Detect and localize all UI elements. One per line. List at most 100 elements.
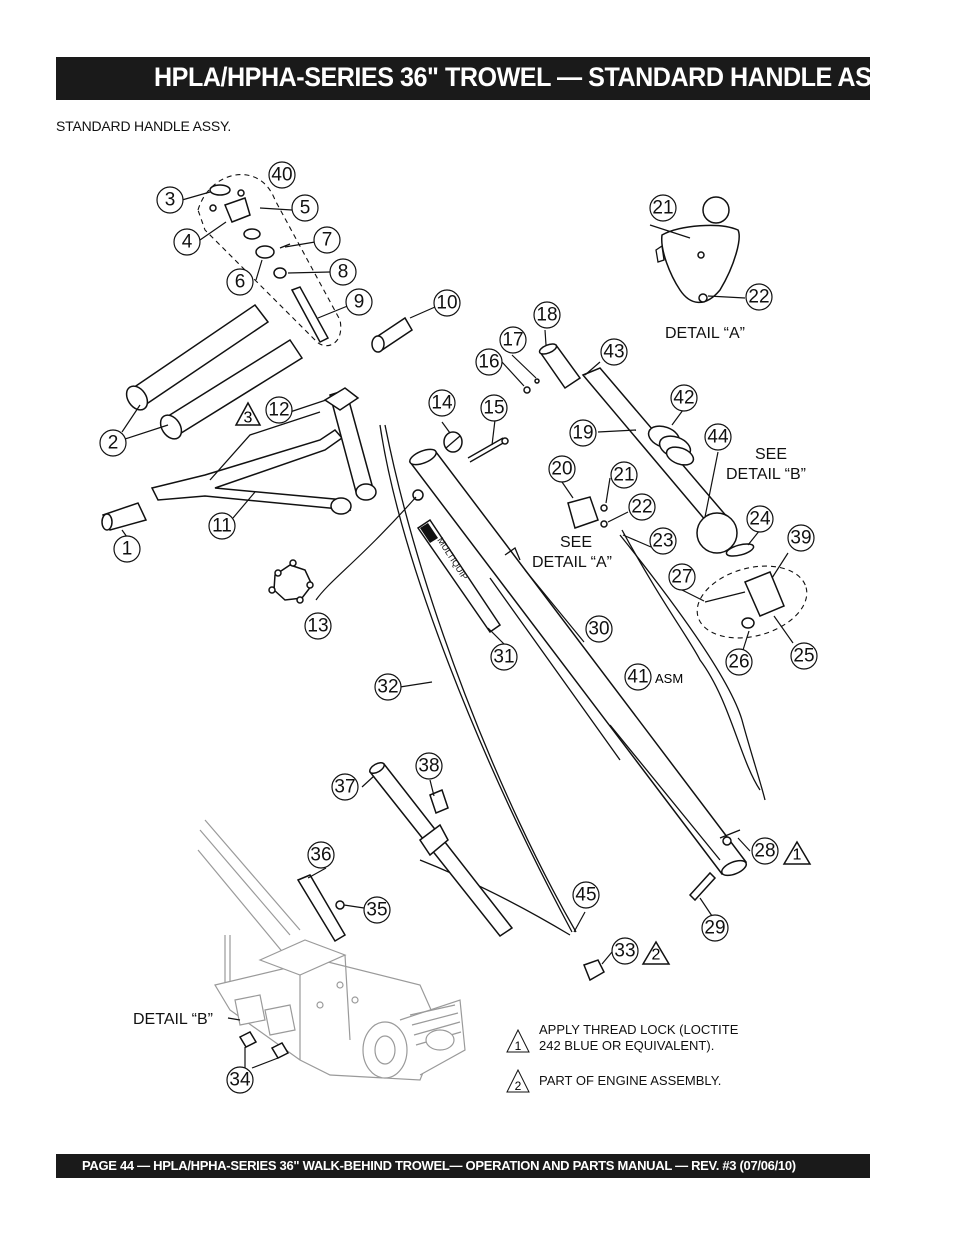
control-rod-edge: [384, 424, 577, 933]
see-label-b: SEE: [755, 446, 787, 463]
note-triangle-2: 2: [641, 940, 671, 965]
svg-text:2: 2: [108, 433, 119, 454]
svg-text:24: 24: [749, 509, 771, 530]
svg-text:38: 38: [418, 756, 439, 777]
bolt-28: [719, 829, 741, 839]
callout-32: 32: [374, 673, 402, 701]
svg-text:27: 27: [671, 567, 692, 588]
throttle-grip-end: [371, 335, 385, 353]
nut-34b: [270, 1042, 290, 1059]
note-thread-lock: 1 APPLY THREAD LOCK (LOCTITE 242 BLUE OR…: [506, 1022, 739, 1053]
washer-24: [725, 543, 755, 557]
svg-text:21: 21: [613, 465, 634, 486]
svg-text:2: 2: [515, 1079, 522, 1093]
svg-text:19: 19: [572, 423, 593, 444]
svg-text:10: 10: [436, 293, 457, 314]
callout-15: 15: [480, 394, 508, 422]
callout-23: 23: [649, 527, 677, 555]
bolt-15-head: [501, 437, 509, 445]
nut-34a: [238, 1031, 258, 1048]
svg-text:42: 42: [673, 388, 694, 409]
detail-a-label: DETAIL “A”: [665, 325, 745, 342]
svg-text:5: 5: [300, 198, 311, 219]
svg-text:4: 4: [182, 232, 193, 253]
page-title-bar: HPLA/HPHA-SERIES 36" TROWEL — STANDARD H…: [56, 57, 908, 100]
svg-text:25: 25: [793, 646, 814, 667]
svg-text:34: 34: [229, 1070, 251, 1091]
callout-34: 34: [226, 1066, 254, 1094]
tube-clamp: [429, 788, 449, 815]
handle-grips: [125, 303, 304, 440]
support-arm-end: [355, 483, 377, 501]
see-label-a: SEE: [560, 534, 592, 551]
svg-text:1: 1: [122, 539, 133, 560]
svg-text:33: 33: [614, 941, 635, 962]
handle-cross-bar: [150, 411, 352, 511]
detail-boundary-39: [696, 565, 808, 639]
asm-label: ASM: [655, 671, 683, 686]
callout-22-detail-a: 22: [745, 283, 773, 311]
callout-39: 39: [787, 524, 815, 552]
page-title: HPLA/HPHA-SERIES 36" TROWEL — STANDARD H…: [154, 62, 908, 92]
callout-3: 3: [156, 186, 184, 214]
svg-text:23: 23: [652, 531, 673, 552]
callout-29: 29: [701, 914, 729, 942]
star-knob: [268, 559, 314, 604]
bracket-36: [296, 874, 347, 943]
detail-a-throttle-plate: [655, 196, 740, 304]
callout-9: 9: [345, 288, 373, 316]
callout-17: 17: [499, 326, 527, 354]
callout-7: 7: [313, 226, 341, 254]
callout-5: 5: [291, 194, 319, 222]
svg-text:39: 39: [790, 528, 811, 549]
callout-21-lower: 21: [610, 461, 638, 489]
svg-text:1: 1: [793, 847, 802, 864]
svg-text:40: 40: [271, 165, 292, 186]
cable-sheath: [621, 529, 761, 791]
grease-fitting-33: [583, 959, 605, 982]
screw-16: [523, 386, 531, 394]
svg-text:29: 29: [704, 918, 725, 939]
page-footer: PAGE 44 — HPLA/HPHA-SERIES 36" WALK-BEHI…: [82, 1158, 796, 1173]
bolt-29: [688, 871, 717, 902]
svg-text:14: 14: [431, 393, 453, 414]
svg-text:45: 45: [575, 885, 596, 906]
cable-end: [419, 859, 571, 936]
svg-text:30: 30: [588, 619, 609, 640]
callout-22-lower: 22: [628, 493, 656, 521]
detail-boundary-40: [197, 174, 342, 347]
section-subtitle: STANDARD HANDLE ASSY.: [56, 118, 232, 134]
svg-text:26: 26: [728, 652, 749, 673]
callout-13: 13: [304, 612, 332, 640]
svg-text:17: 17: [502, 330, 523, 351]
callout-36: 36: [307, 841, 335, 869]
callout-37: 37: [331, 773, 359, 801]
svg-text:18: 18: [536, 305, 557, 326]
svg-text:8: 8: [338, 262, 349, 283]
tube-clamp-lower: [418, 823, 449, 857]
lower-tube-end: [369, 761, 385, 775]
svg-text:7: 7: [322, 230, 333, 251]
screw-21: [600, 504, 608, 512]
callout-33: 33: [611, 937, 639, 965]
svg-text:35: 35: [366, 900, 387, 921]
callout-40: 40: [268, 161, 296, 189]
callout-10: 10: [433, 289, 461, 317]
svg-text:3: 3: [244, 410, 253, 427]
callout-28: 28: [751, 837, 779, 865]
note-triangle-3: 3: [234, 401, 262, 427]
screw-17: [534, 378, 540, 384]
note-engine-part: 2 PART OF ENGINE ASSEMBLY.: [506, 1068, 721, 1093]
svg-text:6: 6: [235, 272, 246, 293]
callout-14: 14: [428, 389, 456, 417]
callout-16: 16: [475, 348, 503, 376]
see-detail-a-label: DETAIL “A”: [532, 554, 612, 571]
callout-12: 12: [265, 396, 293, 424]
throttle-bracket: [567, 496, 599, 529]
svg-text:3: 3: [165, 190, 176, 211]
svg-text:22: 22: [631, 497, 652, 518]
svg-text:37: 37: [334, 777, 355, 798]
callout-41: 41: [624, 663, 652, 691]
callout-27: 27: [668, 563, 696, 591]
